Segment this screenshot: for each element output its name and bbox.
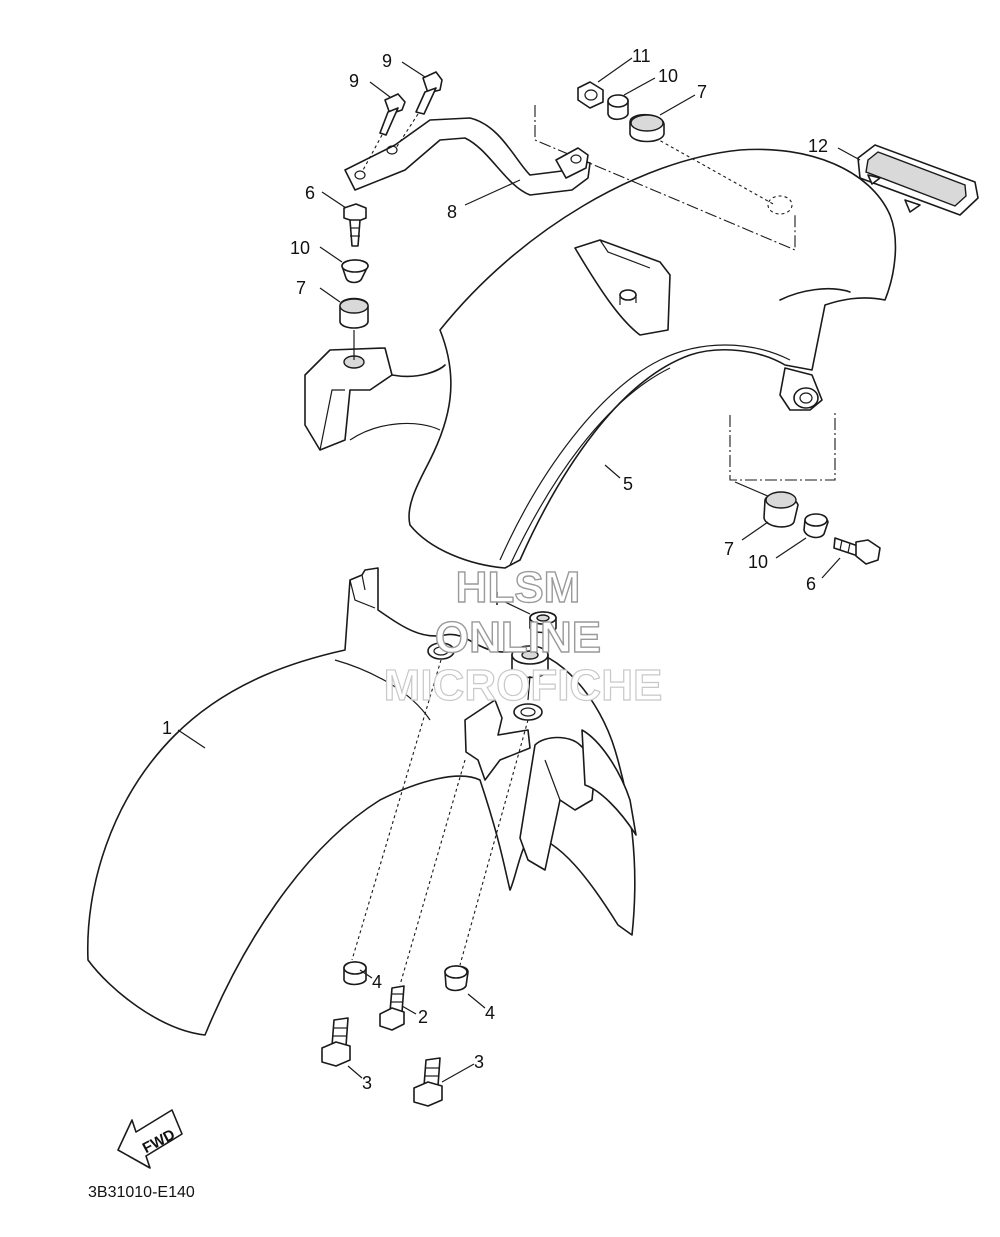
callout-4b: 4 (372, 972, 382, 992)
callout-4c: 4 (485, 1003, 495, 1023)
diagram-code: 3B31010-E140 (88, 1184, 195, 1201)
callout-10c: 10 (748, 552, 768, 572)
callout-9b: 9 (349, 71, 359, 91)
watermark: HLSM ONLINE MICROFICHE (383, 562, 663, 710)
fwd-arrow: FWD (117, 1109, 183, 1169)
callout-5: 5 (623, 474, 633, 494)
watermark-line-1: HLSM (456, 563, 581, 612)
grommet-4-left (343, 961, 367, 986)
nut-11 (577, 81, 604, 109)
callout-10a: 10 (658, 66, 678, 86)
collar-10-top (607, 94, 629, 121)
rear-reference-lines (353, 105, 836, 498)
watermark-line-2: ONLINE (435, 613, 601, 662)
callout-4a: 4 (490, 589, 500, 609)
callout-7c: 7 (724, 539, 734, 559)
reflector-12 (857, 144, 979, 216)
fender-bracket (344, 117, 591, 196)
callout-labels: 1 2 3 3 4 4 4 5 6 6 7 7 7 8 9 9 10 10 10… (162, 46, 828, 1093)
collar-10-left (341, 259, 369, 284)
callout-3b: 3 (474, 1052, 484, 1072)
collar-10-right (803, 513, 829, 539)
bolt-6b (833, 537, 881, 565)
front-reference-lines (351, 659, 531, 986)
callout-12: 12 (808, 136, 828, 156)
bolt-9b (395, 71, 443, 149)
grommet-7-right (763, 491, 799, 528)
callout-6a: 6 (305, 183, 315, 203)
callout-6b: 6 (806, 574, 816, 594)
callout-11: 11 (632, 46, 651, 66)
bolt-3a (321, 1017, 351, 1067)
leader-lines (177, 57, 861, 1083)
callout-10b: 10 (290, 238, 310, 258)
grommet-7-left (339, 297, 369, 329)
grommet-4-top (529, 611, 557, 634)
callout-7a: 7 (697, 82, 707, 102)
grommet-4-right (444, 965, 469, 992)
callout-8: 8 (447, 202, 457, 222)
callout-9a: 9 (382, 51, 392, 71)
callout-3a: 3 (362, 1073, 372, 1093)
callout-1: 1 (162, 718, 172, 738)
callout-7b: 7 (296, 278, 306, 298)
rear-fender (304, 148, 897, 569)
bolt-6a (343, 203, 367, 247)
front-fender (86, 567, 637, 1036)
watermark-line-3: MICROFICHE (384, 661, 663, 710)
screw-2 (379, 985, 405, 1031)
grommet-7-top (629, 113, 665, 143)
bolt-9a (361, 93, 406, 173)
callout-2: 2 (418, 1007, 428, 1027)
bolt-3b (413, 1057, 443, 1107)
